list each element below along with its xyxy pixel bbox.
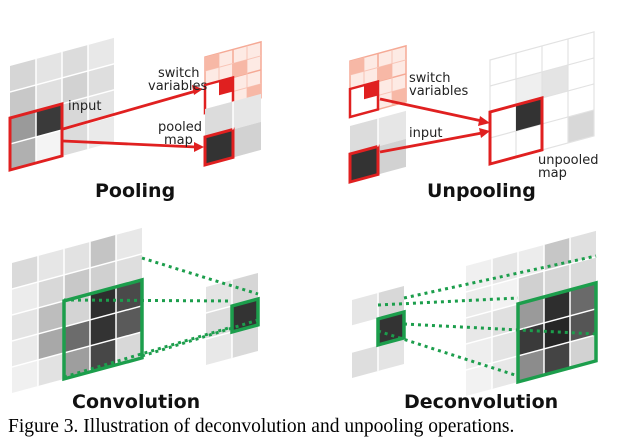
unpooling-unpooled-label-line2: map [538,166,567,181]
unpooling-output-window [488,96,544,166]
pooling-panel: input switch variables pooled map Poolin… [8,37,262,202]
pooling-switch-label-line2: variables [148,79,207,94]
pooling-input-label: input [68,99,101,114]
convolution-filter-window [62,277,144,382]
convolution-output-grid [206,272,260,365]
deconvolution-projection-lines [377,254,597,378]
pooling-pooled-label-line2: map [164,133,193,148]
convolution-input-grid [12,227,144,393]
unpooling-title: Unpooling [427,180,536,202]
unpooling-switch-grid [348,44,407,119]
pooling-input-window [8,102,64,172]
unpooling-input-map [348,110,406,184]
pooling-pooled-map [203,93,261,167]
convolution-output-cell [230,296,260,335]
unpooling-input-label: input [409,126,442,141]
unpooling-panel: switch variables input unpooled map Unpo… [348,31,599,202]
unpooling-unpooled-label-line1: unpooled [538,153,599,168]
deconvolution-input-cell [376,309,406,348]
unpooling-unpooled-map [488,31,595,166]
pooling-title: Pooling [95,180,175,202]
deconvolution-output-window [516,280,598,385]
deconvolution-title: Deconvolution [404,391,558,413]
convolution-projection-lines [63,256,259,379]
deconvolution-output-grid [466,230,598,396]
unpooling-arrows [379,97,490,154]
convolution-title: Convolution [72,391,200,413]
pooling-switch-label-line1: switch [158,66,200,81]
pooling-pooled-label-line1: pooled [158,120,202,135]
pooling-arrows [62,85,204,152]
unpooling-switch-label-line2: variables [409,84,468,99]
figure-caption: Figure 3. Illustration of deconvolution … [8,416,515,437]
convolution-panel: Convolution [12,227,260,413]
pooling-input-grid [8,37,114,172]
deconvolution-input-grid [352,285,406,378]
unpooling-switch-label-line1: switch [409,71,451,86]
deconvolution-panel: Deconvolution [352,230,598,413]
